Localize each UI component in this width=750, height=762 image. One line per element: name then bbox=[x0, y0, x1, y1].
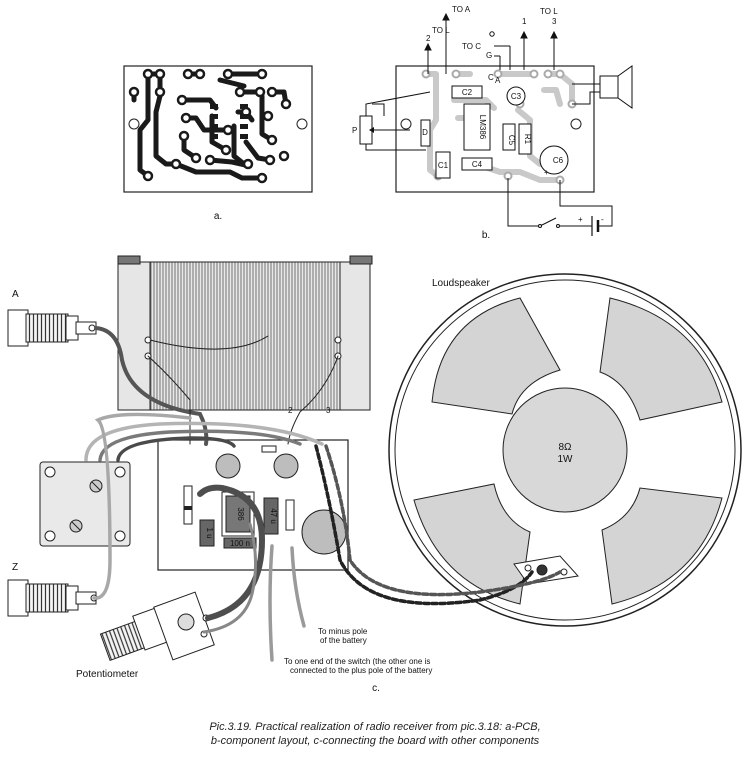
label-ca-sub: A bbox=[495, 76, 501, 85]
layout-mount-hole-right bbox=[570, 118, 582, 130]
label-r1: R1 bbox=[523, 134, 532, 145]
c2-component bbox=[451, 85, 483, 99]
panel-a-pcb: a. bbox=[123, 65, 313, 222]
c4-component bbox=[461, 157, 493, 171]
label-switch-1: To one end of the switch (the other one … bbox=[284, 657, 430, 666]
coil-winding bbox=[117, 261, 371, 411]
layout-mount-hole-left bbox=[400, 118, 412, 130]
label-to-l-1-num: 1 bbox=[522, 17, 527, 26]
label-c1: C1 bbox=[438, 161, 449, 170]
board-diode bbox=[183, 485, 193, 525]
label-g: G bbox=[486, 51, 492, 60]
cap-1u bbox=[199, 519, 215, 547]
label-ic: LM386 bbox=[478, 115, 487, 140]
c5-component bbox=[502, 123, 516, 151]
c1-component bbox=[435, 151, 451, 179]
label-switch-2: connected to the plus pole of the batter… bbox=[290, 666, 432, 675]
label-z: Z bbox=[12, 562, 18, 573]
label-speaker-imp: 8Ω bbox=[558, 442, 572, 453]
label-to-l-3-num: 3 bbox=[552, 17, 557, 26]
coil-clip-right bbox=[349, 255, 373, 265]
board-resistor bbox=[285, 499, 295, 531]
potentiometer: Potentiometer bbox=[76, 591, 215, 680]
speaker-symbol-icon bbox=[572, 65, 633, 109]
layout-lead-arrows bbox=[424, 12, 558, 74]
r1-component bbox=[518, 123, 532, 155]
label-battery-minus: - bbox=[601, 215, 604, 224]
label-ca: C bbox=[488, 73, 494, 82]
label-to-minus-2: of the battery bbox=[320, 636, 367, 645]
panel-b-layout: TO L 2 TO A 1 TO L 3 TO C G C A C2 C3 P … bbox=[352, 5, 633, 241]
coil-clip-left bbox=[117, 255, 141, 265]
diode-component bbox=[420, 119, 431, 147]
label-cap-1u: 1 u bbox=[205, 527, 214, 538]
label-c5: C5 bbox=[507, 135, 516, 146]
panel-c-label: c. bbox=[372, 683, 380, 694]
jack-a: A bbox=[7, 289, 97, 347]
label-battery-plus: + bbox=[578, 215, 583, 224]
label-potentiometer: Potentiometer bbox=[76, 669, 139, 680]
wiring bbox=[84, 326, 562, 662]
pcb-mount-hole-right bbox=[296, 118, 308, 130]
ferrite-coil: 2 3 bbox=[117, 255, 373, 415]
label-to-l-2: TO L bbox=[432, 26, 450, 35]
label-cap-100n: 100 n bbox=[230, 539, 250, 548]
ic-component bbox=[463, 103, 491, 151]
pcb-pads bbox=[128, 68, 292, 184]
caption-line-2: b-component layout, c-connecting the boa… bbox=[211, 735, 540, 747]
pcb-ic-pads bbox=[210, 104, 248, 139]
pcb-mount-hole-left bbox=[128, 118, 140, 130]
label-ic-chip: 386 bbox=[236, 507, 245, 521]
label-to-a: TO A bbox=[452, 5, 471, 14]
label-c3: C3 bbox=[511, 92, 522, 101]
label-loudspeaker: Loudspeaker bbox=[432, 278, 490, 289]
c6-component bbox=[539, 145, 569, 175]
battery-switch-circuit bbox=[507, 178, 613, 236]
variable-capacitor bbox=[39, 461, 131, 547]
panel-c-assembly: 2 3 A Z bbox=[7, 255, 742, 694]
label-to-l-2-num: 2 bbox=[426, 34, 431, 43]
label-to-l-1: TO L bbox=[540, 7, 558, 16]
label-cap-47u: 47 u bbox=[269, 508, 278, 524]
loudspeaker: Loudspeaker 8Ω 1W bbox=[388, 273, 742, 627]
label-coil-2: 2 bbox=[288, 406, 293, 415]
label-to-minus-1: To minus pole bbox=[318, 627, 368, 636]
label-a: A bbox=[12, 289, 19, 300]
label-c2: C2 bbox=[462, 88, 473, 97]
jack-z: Z bbox=[7, 562, 98, 617]
label-d: D bbox=[422, 128, 428, 137]
label-c4: C4 bbox=[472, 160, 483, 169]
label-coil-3: 3 bbox=[326, 406, 331, 415]
cap-47u bbox=[263, 497, 279, 535]
panel-a-label: a. bbox=[214, 211, 222, 222]
caption-line-1: Pic.3.19. Practical realization of radio… bbox=[209, 721, 540, 733]
cap-100n bbox=[223, 537, 257, 549]
label-p: P bbox=[352, 126, 357, 135]
to-c-terminal-icon bbox=[489, 31, 495, 37]
label-speaker-pow: 1W bbox=[558, 454, 574, 465]
label-c6-plus: + bbox=[544, 168, 549, 177]
label-to-c: TO C bbox=[462, 42, 481, 51]
panel-b-label: b. bbox=[482, 230, 490, 241]
c3-component bbox=[506, 86, 526, 106]
label-c6: C6 bbox=[553, 156, 564, 165]
